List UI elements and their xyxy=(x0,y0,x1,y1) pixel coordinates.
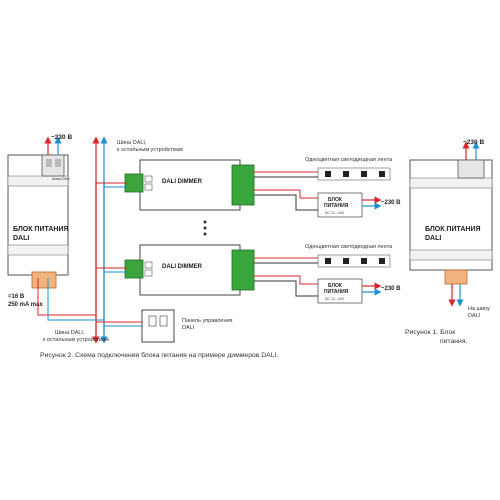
dimmer-2-supply-spec: DC 12...24V xyxy=(325,297,345,301)
psu-right-input-terminal xyxy=(457,159,485,179)
dimmer-2-button-2 xyxy=(144,269,153,277)
caption-figure-1-line-1: Рисунок 1. Блок xyxy=(405,329,455,336)
dimmer-1: DALI DIMMER xyxy=(124,159,255,211)
psu-right-title-2: DALI xyxy=(425,235,441,242)
panel-label-2: DALI xyxy=(182,325,195,331)
dimmer-2-body xyxy=(139,244,241,296)
dimmer-1-supply-1: БЛОК xyxy=(328,197,343,203)
dimmer-2-led-strip xyxy=(317,254,391,268)
bus-top-label-1: Шина DALI, xyxy=(117,140,147,146)
dimmer-1-mains-label: ~230 В xyxy=(381,200,401,206)
dimmer-1-led-strip xyxy=(317,167,391,181)
dimmer-1-title: DALI DIMMER xyxy=(162,179,203,185)
dimmer-1-supply-spec: DC 12...24V xyxy=(325,211,345,215)
dimmer-2-supply-red xyxy=(254,275,318,285)
bus-bottom-label-2: к остальным устройствам xyxy=(43,336,109,343)
dimmer-2-supply-2: ПИТАНИЯ xyxy=(324,289,349,295)
dimmer-1-supply-red xyxy=(254,189,318,199)
psu-left-output-terminal xyxy=(31,271,57,289)
dimmer-2-title: DALI DIMMER xyxy=(162,264,203,270)
psu-right: БЛОК ПИТАНИЯ DALI xyxy=(409,159,493,285)
continuation-dots xyxy=(203,220,207,236)
psu-out-blue xyxy=(47,278,104,321)
control-panel xyxy=(141,309,175,343)
psu-out-red xyxy=(37,278,96,316)
psu-left-mains-label: ~230 В xyxy=(51,134,72,141)
dimmer-2: DALI DIMMER xyxy=(124,244,255,296)
dimmer-1-input-terminal xyxy=(124,173,144,193)
psu-left-spec-1: =16 В xyxy=(8,294,25,300)
control-panel-key-2 xyxy=(159,315,168,327)
dimmer-1-body xyxy=(139,159,241,211)
bus-top-label-2: к остальным устройствам xyxy=(117,146,183,153)
psu-right-output-terminal xyxy=(444,269,468,285)
dimmer-1-supply-black xyxy=(254,194,318,211)
psu-left-small-label: Шина DALI xyxy=(52,177,70,181)
dimmer-2-button-1 xyxy=(144,261,153,269)
psu-right-rail-top xyxy=(409,177,493,189)
psu-left-rail-top xyxy=(7,175,69,187)
psu-left: БЛОК ПИТАНИЯ DALI =16 В 250 mA max Шина … xyxy=(7,154,70,308)
psu-left-screw-l xyxy=(46,159,52,167)
dimmer-2-supply-black xyxy=(254,280,318,297)
panel-label-1: Панель управления xyxy=(182,318,233,324)
psu-left-screw-n xyxy=(55,159,61,167)
dimmer-2-supply-1: БЛОК xyxy=(328,283,343,289)
psu-right-bus-1: На шину xyxy=(468,306,490,312)
dimmer-1-strip-label: Одноцветная светодиодная лента xyxy=(305,157,393,163)
dimmer-1-leds xyxy=(325,171,385,177)
dimmer-2-strip-label: Одноцветная светодиодная лента xyxy=(305,244,393,250)
psu-left-title-1: БЛОК ПИТАНИЯ xyxy=(13,226,69,233)
psu-right-title-1: БЛОК ПИТАНИЯ xyxy=(425,226,481,233)
dimmer-1-button-2 xyxy=(144,183,153,191)
caption-figure-2: Рисунок 2. Схема подключения блока питан… xyxy=(40,351,278,359)
psu-left-title-2: DALI xyxy=(13,235,29,242)
psu-left-rail-bottom xyxy=(7,244,69,256)
dimmer-1-supply-box xyxy=(317,192,363,218)
dimmer-2-supply-box xyxy=(317,278,363,304)
dimmer-1-button-1 xyxy=(144,175,153,183)
psu-right-rail-bottom xyxy=(409,249,493,261)
bus-bottom-label-1: Шина DALI, xyxy=(55,330,85,336)
dimmer-2-output-terminal xyxy=(231,249,255,291)
dimmer-1-output-terminal xyxy=(231,164,255,206)
dimmer-2-input-terminal xyxy=(124,259,144,279)
control-panel-key-1 xyxy=(148,315,157,327)
psu-right-bus-2: DALI xyxy=(468,313,481,319)
dimmer-1-supply-2: ПИТАНИЯ xyxy=(324,203,349,209)
psu-right-mains-label: ~230 В xyxy=(463,139,484,146)
dimmer-2-mains-label: ~230 В xyxy=(381,286,401,292)
dimmer-2-leds xyxy=(325,258,385,264)
caption-figure-1-line-2: питания. xyxy=(440,338,468,345)
psu-left-spec-2: 250 mA max xyxy=(8,302,43,308)
